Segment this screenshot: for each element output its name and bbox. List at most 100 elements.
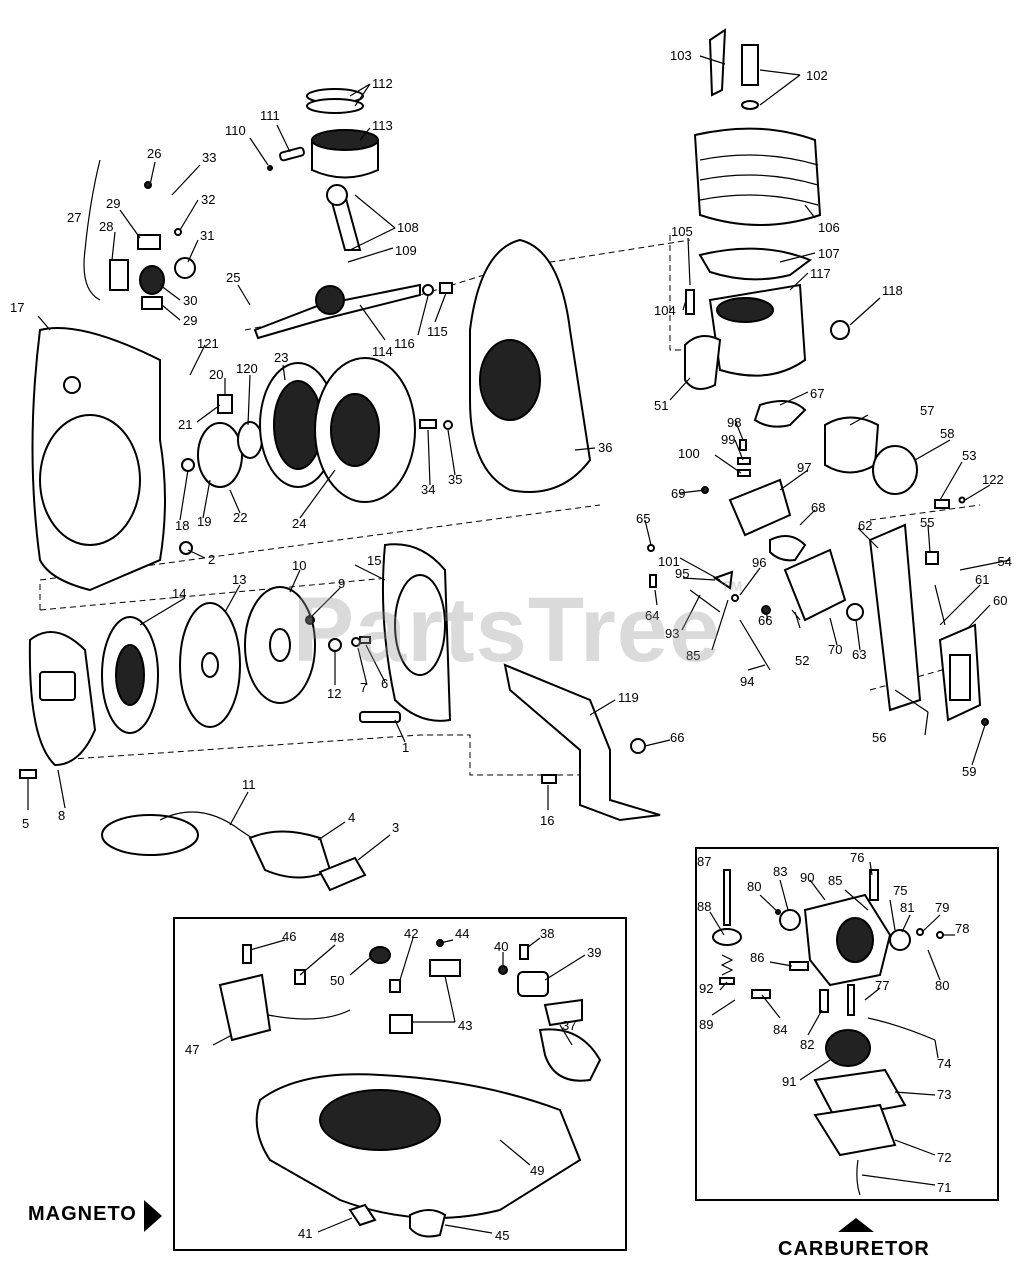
callout-12: 12 — [327, 686, 341, 701]
callout-23: 23 — [274, 350, 288, 365]
governor-lever-upper — [137, 234, 161, 250]
callout-121: 121 — [197, 336, 219, 351]
callout-67: 67 — [810, 386, 824, 401]
head-gasket — [698, 247, 813, 281]
flywheel-washer — [237, 421, 263, 459]
callout-21: 21 — [178, 417, 192, 432]
callout-28: 28 — [99, 219, 113, 234]
governor-spring-wire — [83, 159, 101, 301]
callout-107: 107 — [818, 246, 840, 261]
bracket-rod — [934, 584, 946, 626]
callout-120: 120 — [236, 361, 258, 376]
carburetor-panel — [695, 847, 999, 1201]
starter-housing-grille — [39, 671, 76, 701]
callout-88: 88 — [697, 899, 711, 914]
wrist-pin — [279, 146, 305, 162]
starter-housing-screw — [19, 769, 37, 779]
starter-pawl — [305, 615, 315, 625]
filter-screw — [958, 496, 966, 504]
carb-needle — [869, 869, 879, 901]
callout-52: 52 — [795, 653, 809, 668]
callout-83: 83 — [773, 864, 787, 879]
callout-92: 92 — [699, 981, 713, 996]
governor-gear — [139, 265, 165, 295]
magneto-screw — [519, 944, 529, 960]
callout-73: 73 — [937, 1087, 951, 1102]
callout-103: 103 — [670, 48, 692, 63]
cylinder-stud — [685, 289, 695, 315]
bracket-bolt — [541, 774, 557, 784]
callout-63: 63 — [852, 647, 866, 662]
starter-handle — [248, 830, 332, 879]
flywheel-key-plate — [217, 394, 233, 414]
muffler-screw — [981, 718, 989, 726]
callout-58: 58 — [940, 426, 954, 441]
callout-96: 96 — [752, 555, 766, 570]
callout-112: 112 — [372, 76, 393, 91]
starter-pulley-hub — [201, 652, 219, 678]
flywheel-group — [179, 357, 416, 555]
callout-110: 110 — [225, 123, 246, 138]
callout-4: 4 — [348, 810, 355, 825]
coil-screw — [242, 944, 252, 964]
magneto-panel — [173, 917, 627, 1251]
callout-85-carb: 85 — [828, 873, 842, 888]
air-filter-group — [824, 416, 989, 726]
carb-adjust-screw — [789, 961, 809, 971]
starter-rope-end — [159, 811, 256, 841]
choke-washer — [731, 594, 739, 602]
callout-76: 76 — [850, 850, 864, 865]
callout-6: 6 — [381, 676, 388, 691]
cylinder-group — [684, 28, 850, 428]
carb-bowl — [813, 1103, 897, 1157]
stator-clip — [348, 1203, 377, 1227]
callout-42: 42 — [404, 926, 418, 941]
callout-75: 75 — [893, 883, 907, 898]
callout-101: 101 — [658, 554, 680, 569]
callout-106: 106 — [818, 220, 840, 235]
carb-plug — [916, 928, 924, 936]
leader-lines — [27, 55, 1011, 1234]
carburetor-frame — [695, 847, 999, 1201]
bracket-bushing — [925, 551, 939, 565]
starter-mount-opening — [394, 574, 446, 676]
magneto-terminal — [517, 971, 549, 997]
manifold-washer — [647, 544, 655, 552]
callout-64: 64 — [645, 608, 659, 623]
callout-labels: 103 102 112 113 111 110 26 33 32 27 28 2… — [10, 48, 1012, 1243]
crank-counterweight — [315, 285, 345, 315]
spark-plug-boot — [543, 998, 583, 1027]
callout-61: 61 — [975, 572, 989, 587]
assembly-guide-lines — [39, 235, 981, 776]
air-filter-element — [872, 445, 918, 495]
callout-43: 43 — [458, 1018, 472, 1033]
carb-fuel-line — [867, 1017, 936, 1041]
governor-lever-lower — [141, 296, 163, 310]
starter-retainer — [328, 638, 342, 652]
carb-spring-seat — [712, 928, 742, 946]
crank-washer — [422, 284, 434, 296]
handle-insert — [318, 856, 367, 892]
callout-53: 53 — [962, 448, 976, 463]
callout-84: 84 — [773, 1022, 787, 1037]
starter-washer — [351, 637, 361, 647]
callout-55: 55 — [920, 515, 934, 530]
rewind-starter-group — [19, 543, 452, 779]
callout-122: 122 — [982, 472, 1004, 487]
cylinder-bore — [716, 297, 774, 323]
callout-49: 49 — [530, 1163, 544, 1178]
pin-clip — [267, 165, 273, 171]
carb-gasket-ring — [889, 929, 911, 951]
callout-62: 62 — [858, 518, 872, 533]
callout-74: 74 — [937, 1056, 951, 1071]
callout-9: 9 — [338, 576, 345, 591]
carb-diaphragm-small — [779, 909, 801, 931]
callout-80-upper: 80 — [747, 879, 761, 894]
callout-46: 46 — [282, 929, 296, 944]
callout-86: 86 — [750, 950, 764, 965]
starter-screw — [359, 636, 371, 644]
callout-39: 39 — [587, 945, 601, 960]
carb-throat — [836, 917, 874, 963]
